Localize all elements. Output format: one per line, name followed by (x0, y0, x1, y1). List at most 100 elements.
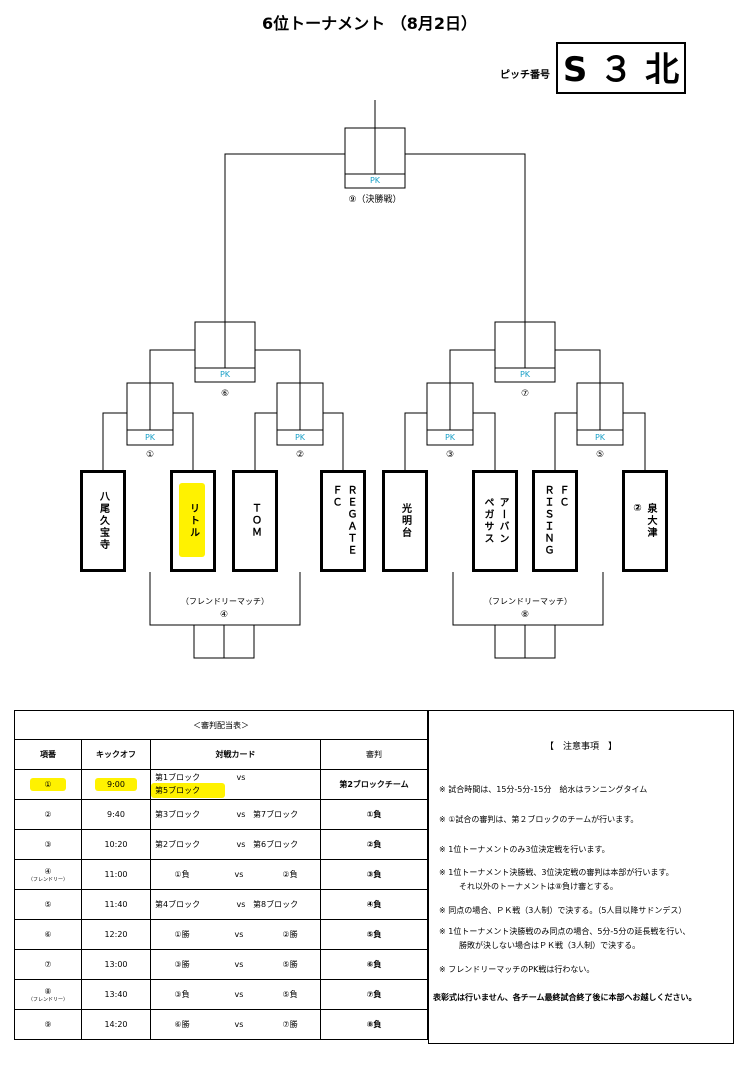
team-name: 光明台 (399, 503, 411, 539)
team-a: ③負 (174, 990, 190, 999)
team-b: 第5ブロック (151, 782, 225, 798)
team-box: ＴＯＭ (232, 470, 278, 572)
row-number: ⑨ (14, 1009, 82, 1040)
friendly-label-left: （フレンドリーマッチ） (181, 597, 269, 606)
team-a: ①負 (174, 870, 190, 879)
row-number-text: ⑥ (44, 930, 52, 939)
pk-label-r1-5: PK (594, 433, 606, 442)
row-number-text: ② (44, 810, 52, 819)
row-referee-text: ①負 (366, 810, 382, 819)
team-name: リトル (187, 503, 199, 539)
team-a: 第2ブロック (155, 840, 201, 849)
team-b: ②勝 (282, 930, 298, 939)
row-kickoff-text: 9:40 (107, 810, 125, 819)
row-number-text: ③ (44, 840, 52, 849)
row-kickoff-text: 12:20 (104, 930, 128, 939)
team-a: ⑥勝 (174, 1020, 190, 1029)
row-referee: ⑤負 (320, 919, 428, 950)
header-match: 対戦カード (150, 739, 321, 770)
vs-label: vs (234, 990, 244, 999)
final-label: ⑨（決勝戦） (348, 195, 402, 205)
row-kickoff-text: 9:00 (95, 778, 137, 791)
pk-label-semi-left: PK (219, 370, 231, 379)
schedule-caption: ＜審判配当表＞ (14, 710, 428, 740)
vs-label: vs (234, 930, 244, 939)
pk-label-final: PK (369, 176, 381, 185)
row-kickoff: 12:20 (81, 919, 151, 950)
notes-panel: 【 注意事項 】 ※ 試合時間は、15分-5分-15分 給水はランニングタイム … (428, 710, 734, 1044)
team-box: 泉大津 ② (622, 470, 668, 572)
row-kickoff: 10:20 (81, 829, 151, 860)
row-kickoff: 13:40 (81, 979, 151, 1010)
tournament-bracket (102, 100, 646, 659)
highlight-marker (179, 483, 205, 557)
row-kickoff-text: 11:00 (104, 870, 128, 879)
row-referee: ⑥負 (320, 949, 428, 980)
team-name: ＦＣ ＲＩＳＩＮＧ (542, 485, 568, 557)
pitch-number-value: S ３ 北 (556, 42, 686, 94)
row-kickoff: 11:40 (81, 889, 151, 920)
team-name: 八尾久宝寺 (97, 491, 109, 551)
row-referee: ②負 (320, 829, 428, 860)
team-box: 八尾久宝寺 (80, 470, 126, 572)
row-number-text: ④ (44, 866, 52, 876)
friendly-num-right: ⑧ (520, 610, 530, 620)
team-b: ⑤負 (282, 990, 298, 999)
note-item: ※ 1位トーナメント決勝戦のみ同点の場合、5分-5分の延長戦を行い、 (439, 927, 691, 936)
row-match: ①勝 vs ②勝 (150, 919, 321, 950)
row-referee: ④負 (320, 889, 428, 920)
team-b: 第8ブロック (253, 900, 299, 909)
row-referee-text: 第2ブロックチーム (339, 780, 409, 789)
friendly-num-left: ④ (219, 610, 229, 620)
row-sub-label: （フレンドリー） (27, 996, 68, 1003)
row-number: ② (14, 799, 82, 830)
team-b: 第7ブロック (253, 810, 299, 819)
row-referee-text: ④負 (366, 900, 382, 909)
row-kickoff-text: 10:20 (104, 840, 128, 849)
team-name: ＴＯＭ (249, 503, 261, 539)
r1-label-1: ① (145, 450, 155, 460)
row-referee: ⑦負 (320, 979, 428, 1010)
note-item: ※ 同点の場合、ＰＫ戦（3人制）で決する。（5人目以降サドンデス） (439, 906, 687, 915)
row-referee-text: ⑦負 (366, 990, 382, 999)
team-b: ⑦勝 (282, 1020, 298, 1029)
vs-label: vs (236, 772, 246, 782)
row-number-text: ⑦ (44, 960, 52, 969)
row-referee: ③負 (320, 859, 428, 890)
row-number: ④（フレンドリー） (14, 859, 82, 890)
note-item: ※ 1位トーナメント決勝戦、3位決定戦の審判は本部が行います。 (439, 868, 674, 877)
row-number: ⑧（フレンドリー） (14, 979, 82, 1010)
r1-label-2: ② (295, 450, 305, 460)
team-name: ＲＥＧＡＴＥ ＦＣ (330, 485, 356, 557)
r1-label-5: ⑤ (595, 450, 605, 460)
team-b: 第6ブロック (253, 840, 299, 849)
note-item: ※ ①試合の審判は、第２ブロックのチームが行います。 (439, 815, 639, 824)
row-number: ① (14, 769, 82, 800)
header-referee: 審判 (320, 739, 428, 770)
team-a: ①勝 (174, 930, 190, 939)
row-referee-text: ⑤負 (366, 930, 382, 939)
row-referee-text: ⑥負 (366, 960, 382, 969)
friendly-label-right: （フレンドリーマッチ） (484, 597, 572, 606)
row-kickoff-text: 13:00 (104, 960, 128, 969)
row-number-text: ⑤ (44, 900, 52, 909)
team-b: ⑤勝 (282, 960, 298, 969)
note-item: ※ フレンドリーマッチのPK戦は行わない。 (439, 965, 595, 974)
team-box: アーバン ペガサス (472, 470, 518, 572)
row-match: ①負 vs ②負 (150, 859, 321, 890)
semi-label-right: ⑦ (520, 389, 530, 399)
team-b: ②負 (282, 870, 298, 879)
vs-label: vs (234, 870, 244, 879)
note-item: 勝敗が決しない場合はＰＫ戦（3人制）で決する。 (459, 941, 641, 950)
table-row: ⑧（フレンドリー）13:40 ③負 vs ⑤負 ⑦負 (14, 979, 428, 1010)
row-kickoff: 14:20 (81, 1009, 151, 1040)
team-a: ③勝 (174, 960, 190, 969)
team-name: アーバン ペガサス (482, 497, 508, 545)
team-a: 第3ブロック (155, 810, 201, 819)
